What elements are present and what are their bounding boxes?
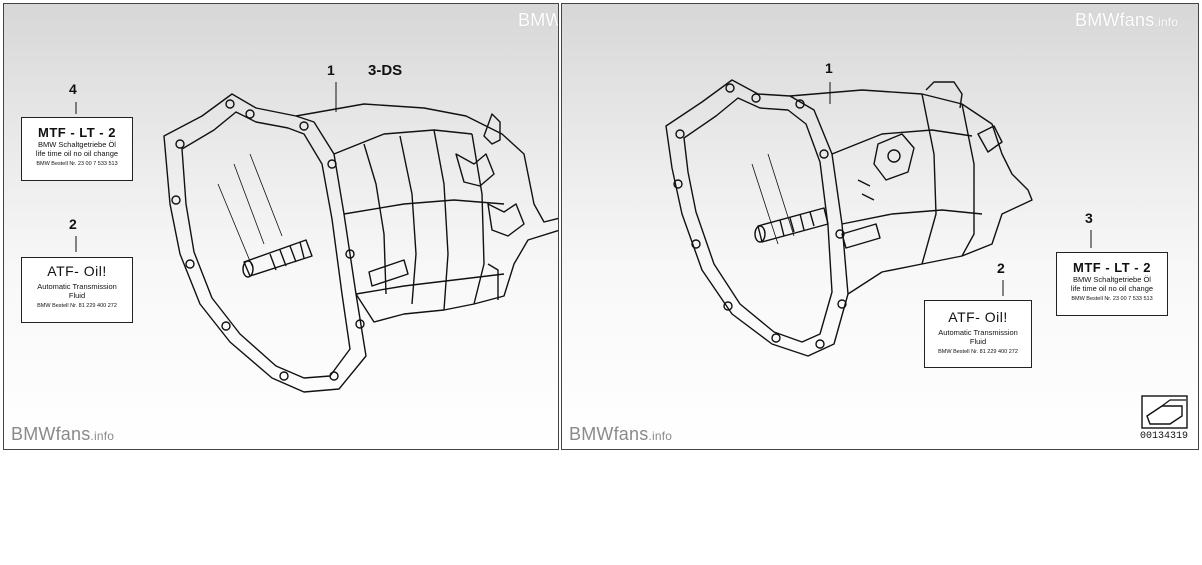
mtf-oil-label: MTF - LT - 2 BMW Schaltgetriebe Öl life …	[21, 117, 133, 181]
watermark-suffix: .info	[648, 429, 673, 443]
left-transmission-drawing	[75, 82, 558, 393]
callout-mtf-label: 3	[1085, 210, 1093, 226]
callout-atf-label: 2	[69, 216, 77, 232]
arrow-pointer-icon	[1141, 395, 1188, 429]
watermark-text: BMW	[518, 10, 559, 30]
atf-label-line2: Fluid	[68, 291, 86, 300]
atf-label-title: ATF- Oil!	[948, 309, 1008, 325]
atf-oil-label: ATF- Oil! Automatic Transmission Fluid B…	[21, 257, 133, 323]
atf-label-line1: Automatic Transmission	[37, 282, 117, 291]
watermark-main: BMWfans	[1075, 10, 1155, 30]
watermark-suffix: .info	[90, 429, 115, 443]
watermark-bottom-right: BMWfans.info	[569, 424, 672, 445]
mtf-label-line2: life time oil no oil change	[1070, 284, 1154, 293]
watermark-main: BMWfans	[569, 424, 649, 444]
atf-label-line1: Automatic Transmission	[938, 328, 1018, 337]
atf-label-line3: BMW Bestell Nr. 81 229 400 272	[37, 303, 117, 309]
callout-transmission: 1	[825, 60, 833, 76]
mtf-label-title: MTF - LT - 2	[1073, 260, 1151, 275]
atf-label-line3: BMW Bestell Nr. 81 229 400 272	[938, 349, 1018, 355]
mtf-label-title: MTF - LT - 2	[38, 125, 116, 140]
mtf-label-line2: life time oil no oil change	[35, 149, 119, 158]
watermark-top-left: BMW	[518, 10, 559, 31]
callout-atf-label: 2	[997, 260, 1005, 276]
watermark-top-right: BMWfans.info	[1075, 10, 1178, 31]
left-diagram-panel: BMW 1 3-DS 4 2 MTF - LT - 2 BMW Schaltge…	[3, 3, 559, 450]
right-diagram-panel: BMWfans.info 1 2 3 ATF- Oil! Automatic T…	[561, 3, 1199, 450]
mtf-label-line1: BMW Schaltgetriebe Öl	[1073, 275, 1151, 284]
callout-transmission: 1	[327, 62, 335, 78]
callout-mtf-label: 4	[69, 81, 77, 97]
right-transmission-drawing	[665, 79, 1188, 429]
atf-label-line2: Fluid	[969, 337, 987, 346]
atf-label-title: ATF- Oil!	[47, 263, 107, 279]
watermark-suffix: .info	[1154, 15, 1179, 29]
watermark-main: BMWfans	[11, 424, 91, 444]
model-label: 3-DS	[368, 62, 403, 79]
atf-oil-label: ATF- Oil! Automatic Transmission Fluid B…	[924, 300, 1032, 368]
mtf-label-line3: BMW Bestell Nr. 23 00 7 533 513	[36, 161, 118, 167]
watermark-bottom-left: BMWfans.info	[11, 424, 114, 445]
mtf-oil-label: MTF - LT - 2 BMW Schaltgetriebe Öl life …	[1056, 252, 1168, 316]
part-number: 00134319	[1140, 431, 1189, 442]
mtf-label-line3: BMW Bestell Nr. 23 00 7 533 513	[1071, 296, 1153, 302]
mtf-label-line1: BMW Schaltgetriebe Öl	[38, 140, 116, 149]
